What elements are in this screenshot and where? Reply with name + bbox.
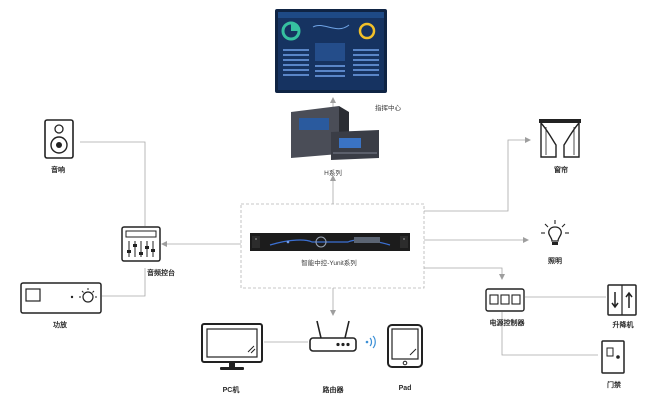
- power-controller-label: 电源控制器: [489, 320, 525, 327]
- lighting-device: [540, 219, 570, 249]
- router-icon: [309, 320, 357, 352]
- audio-console-label: 音频控台: [147, 270, 175, 277]
- rack-controller-icon: [250, 233, 410, 251]
- light-bulb-icon: [541, 220, 569, 245]
- command-center-screen: [275, 9, 387, 93]
- router-device: [308, 318, 358, 354]
- door-access-label: 门禁: [607, 382, 621, 389]
- central-control-device: [250, 233, 410, 251]
- pad-label: Pad: [398, 385, 412, 392]
- power-strip-icon: [485, 288, 525, 312]
- h-series-device: [287, 102, 382, 164]
- link-curtain: [424, 137, 531, 212]
- server-cabinet-icon: [291, 106, 379, 160]
- curtain-device: [538, 117, 582, 159]
- command-center-label: 指挥中心: [375, 105, 401, 112]
- monitor-icon: [201, 323, 263, 370]
- central-control-label: 智能中控-Yunit系列: [301, 260, 357, 267]
- central-control-zone: [240, 203, 425, 289]
- speaker-device: [44, 119, 74, 159]
- pc-device: [200, 322, 264, 372]
- link-door: [501, 312, 598, 356]
- lift-label: 升降机: [612, 322, 634, 329]
- elevator-icon: [607, 284, 637, 316]
- audio-console-device: [121, 226, 161, 262]
- monitor-dashboard-icon: [275, 9, 387, 93]
- door-access-device: [601, 340, 625, 374]
- lighting-label: 照明: [548, 258, 562, 265]
- curtain-icon: [539, 119, 581, 158]
- speaker-icon: [44, 119, 74, 159]
- link-speaker: [80, 141, 146, 226]
- mixer-console-icon: [121, 226, 161, 262]
- power-controller-device: [485, 288, 525, 312]
- amplifier-icon: [20, 282, 102, 314]
- pad-device: [386, 323, 424, 369]
- amplifier-label: 功放: [53, 322, 67, 329]
- h-series-label: H系列: [324, 170, 342, 177]
- curtain-label: 窗帘: [554, 167, 568, 174]
- amplifier-device: [20, 282, 102, 314]
- lift-device: [607, 284, 637, 316]
- router-label: 路由器: [322, 387, 344, 394]
- link-power-controller: [424, 267, 505, 280]
- tablet-icon: [387, 324, 423, 368]
- pc-label: PC机: [222, 387, 240, 394]
- door-lock-icon: [601, 340, 625, 374]
- speaker-label: 音响: [51, 167, 65, 174]
- wifi-signal-icon: [365, 335, 376, 349]
- link-amplifier: [102, 268, 146, 297]
- wireless-signal: [364, 334, 378, 350]
